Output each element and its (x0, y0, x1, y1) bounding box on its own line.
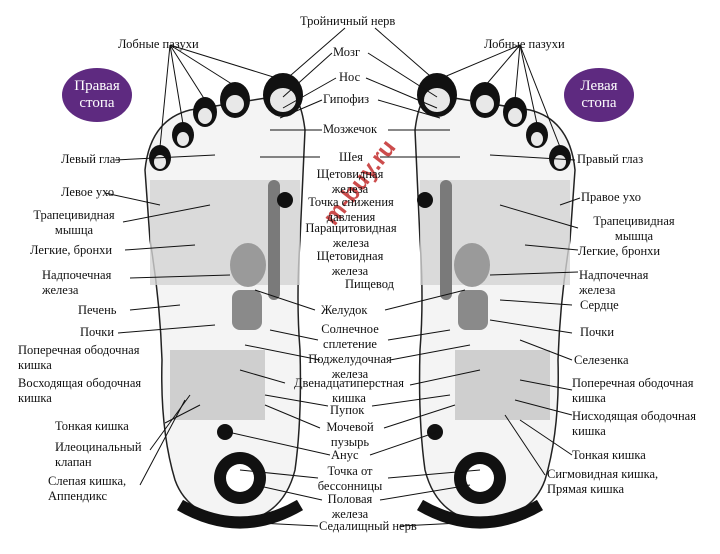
label-right-ear: Правое ухо (581, 190, 641, 204)
right-foot-badge: Правая стопа (62, 68, 132, 122)
label-esophagus: Пищевод (345, 277, 394, 291)
label-transverse-r1: Поперечная ободочная (572, 376, 694, 390)
label-small-intestine-left: Тонкая кишка (55, 419, 129, 433)
label-thyroid-1: Щетовидная (316, 167, 384, 181)
label-insomnia-1: Точка от (327, 464, 373, 478)
label-thyroid-2: железа (331, 182, 369, 196)
label-cerebellum: Мозжечок (323, 122, 378, 136)
label-sigmoid-1: Сигмовидная кишка, (547, 467, 659, 481)
label-pancreas-2: железа (331, 367, 369, 381)
label-frontal-sinus-right: Лобные пазухи (484, 37, 565, 51)
label-ascending-2: кишка (18, 391, 52, 405)
label-lungs-left: Легкие, бронхи (30, 243, 113, 257)
label-ascending-1: Восходящая ободочная (18, 376, 142, 390)
label-trigeminal: Тройничный нерв (300, 14, 396, 28)
label-thyroid2-1: Щетовидная (316, 249, 384, 263)
label-pancreas-1: Поджелудочная (308, 352, 392, 366)
label-anus: Анус (331, 448, 359, 462)
label-brain: Мозг (333, 45, 361, 59)
label-trapezius-l2: мышца (54, 223, 94, 237)
label-kidneys-left: Почки (80, 325, 115, 339)
label-kidneys-right: Почки (580, 325, 615, 339)
label-sigmoid-2: Прямая кишка (547, 482, 625, 496)
left-foot-badge: Левая стопа (564, 68, 634, 122)
label-sciatic-nerve: Седалищный нерв (319, 519, 417, 533)
label-left-ear: Левое ухо (61, 185, 115, 199)
label-stomach: Желудок (321, 303, 368, 317)
label-duodenum-1: Двенадцатиперстная (293, 376, 405, 390)
label-parathyroid-2: железа (332, 236, 370, 250)
label-adrenal-l2: железа (42, 283, 79, 297)
label-ileocecal-2: клапан (55, 455, 92, 469)
label-insomnia-2: бессонницы (317, 479, 383, 493)
label-frontal-sinus-left: Лобные пазухи (118, 37, 199, 51)
label-parathyroid-1: Паращитовидная (305, 221, 397, 235)
label-caecum-1: Слепая кишка, (48, 474, 127, 488)
label-gonad-2: железа (331, 507, 369, 521)
label-pituitary: Гипофиз (323, 92, 370, 106)
label-nose: Нос (339, 70, 361, 84)
label-transverse-l1: Поперечная ободочная (18, 343, 140, 357)
label-transverse-l2: кишка (18, 358, 52, 372)
label-thyroid2-2: железа (331, 264, 369, 278)
label-adrenal-l1: Надпочечная (42, 268, 112, 282)
label-adrenal-r1: Надпочечная (579, 268, 649, 282)
label-caecum: Слепая кишка,Аппендикс (48, 474, 126, 504)
label-liver: Печень (78, 303, 117, 317)
label-caecum-2: Аппендикс (48, 489, 108, 503)
label-right-eye: Правый глаз (577, 152, 644, 166)
label-heart: Сердце (580, 298, 619, 312)
label-bladder-1: Мочевой (326, 420, 374, 434)
right-foot-badge-text: Правая стопа (74, 78, 120, 111)
left-foot (414, 73, 576, 529)
label-solar-2: сплетение (323, 337, 377, 351)
left-foot-badge-text: Левая стопа (580, 78, 618, 111)
label-ileocecal-1: Илеоцинальный (55, 440, 142, 454)
label-solar-1: Солнечное (321, 322, 379, 336)
label-trapezius-r1: Трапецивидная (593, 214, 675, 228)
label-gonad-1: Половая (327, 492, 373, 506)
label-duodenum-2: кишка (332, 391, 366, 405)
label-bladder-2: пузырь (330, 435, 370, 449)
label-adrenal-r2: железа (579, 283, 616, 297)
label-spleen: Селезенка (574, 353, 629, 367)
label-trapezius-r2: мышца (614, 229, 654, 243)
right-foot (144, 73, 306, 529)
label-descending-2: кишка (572, 424, 606, 438)
label-small-intestine-right: Тонкая кишка (572, 448, 646, 462)
label-left-eye: Левый глаз (61, 152, 121, 166)
label-neck: Шея (339, 150, 363, 164)
label-sigmoid: Сигмовидная кишка,Прямая кишка (547, 467, 658, 497)
leader-lines (104, 27, 581, 527)
label-lungs-right: Легкие, бронхи (578, 244, 661, 258)
label-navel: Пупок (330, 403, 365, 417)
label-pressure-2: давления (326, 210, 376, 224)
label-pressure-1: Точка снижения (308, 195, 394, 209)
label-transverse-r2: кишка (572, 391, 606, 405)
label-trapezius-l1: Трапецивидная (33, 208, 115, 222)
label-descending-1: Нисходящая ободочная (572, 409, 696, 423)
